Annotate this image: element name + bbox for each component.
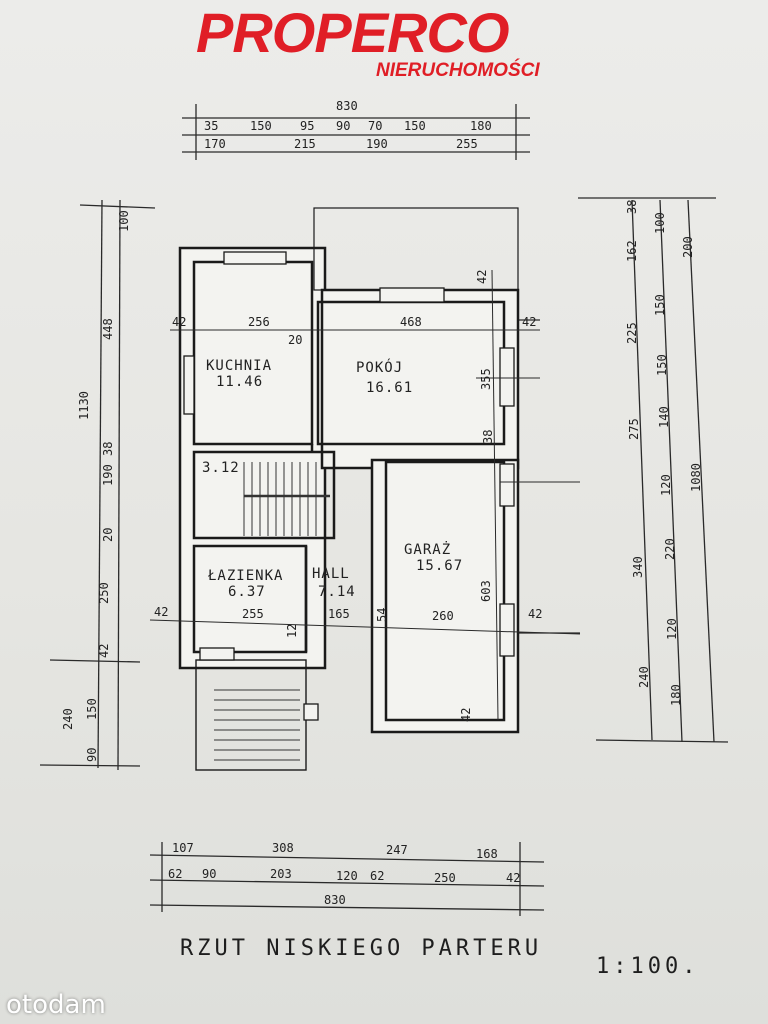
dim-right-13: 180 (669, 684, 683, 706)
room-stair-area: 3.12 (202, 460, 240, 476)
dim-int-12: 260 (432, 609, 454, 623)
room-lazienka-label: ŁAZIENKA (207, 568, 283, 584)
dim-top-1-0: 35 (204, 119, 218, 133)
dim-top-2-1: 215 (294, 137, 316, 151)
dim-left-1: 448 (101, 318, 115, 340)
plan-scale: 1:100. (596, 954, 700, 979)
room-pokoj-label: POKÓJ (356, 358, 403, 376)
room-kuchnia-label: KUCHNIA (206, 358, 272, 374)
dim-left-0: 100 (117, 210, 131, 232)
dim-top-1-6: 180 (470, 119, 492, 133)
dim-top-1-1: 150 (250, 119, 272, 133)
dim-int-13: 42 (528, 607, 542, 621)
dim-top-2-0: 170 (204, 137, 226, 151)
dim-bottom-1-0: 107 (172, 841, 194, 855)
dim-int-3: 468 (400, 315, 422, 329)
room-kuchnia-area: 11.46 (216, 374, 263, 390)
otodam-watermark: otodam (6, 990, 106, 1020)
dim-left-7: 42 (97, 644, 111, 658)
dim-left-10: 90 (85, 748, 99, 762)
dim-right-3: 275 (627, 418, 641, 440)
dim-right-1: 162 (625, 240, 639, 262)
dim-bottom-2-4: 62 (370, 869, 384, 883)
dim-int-7: 38 (481, 430, 495, 444)
dim-right-4: 340 (631, 556, 645, 578)
dim-right-0: 38 (625, 200, 639, 214)
dim-top-total: 830 (336, 99, 358, 113)
dim-int-0: 42 (172, 315, 186, 329)
dim-int-16: 42 (459, 708, 473, 722)
dim-top-2-2: 190 (366, 137, 388, 151)
room-hall-label: HALL (312, 566, 350, 582)
dim-bottom-2-1: 90 (202, 867, 216, 881)
dim-int-1: 256 (248, 315, 270, 329)
dim-left-5: 20 (101, 528, 115, 542)
plan-title: RZUT NISKIEGO PARTERU (180, 936, 543, 961)
dim-top-2-3: 255 (456, 137, 478, 151)
dim-bottom-2-0: 62 (168, 867, 182, 881)
dim-int-4: 42 (522, 315, 536, 329)
dim-bottom-2-6: 42 (506, 871, 520, 885)
dim-top-1-3: 90 (336, 119, 350, 133)
dim-bottom-1-1: 308 (272, 841, 294, 855)
dim-left-8: 240 (61, 708, 75, 730)
dim-int-11: 54 (375, 608, 389, 622)
room-hall-area: 7.14 (318, 584, 356, 600)
dim-right-6: 100 (653, 212, 667, 234)
dim-top-1-5: 150 (404, 119, 426, 133)
dim-left-9: 150 (85, 698, 99, 720)
properco-logo: PROPERCO (196, 1, 509, 64)
dim-right-5: 240 (637, 666, 651, 688)
dim-right-9: 140 (657, 406, 671, 428)
dim-right-15: 1080 (689, 463, 703, 492)
dim-right-10: 120 (659, 474, 673, 496)
dim-left-2: 1130 (77, 391, 91, 420)
dim-right-8: 150 (655, 354, 669, 376)
dim-bottom-2-3: 120 (336, 869, 358, 883)
dim-right-7: 150 (653, 294, 667, 316)
dim-int-15: 603 (479, 580, 493, 602)
dim-bottom-total: 830 (324, 893, 346, 907)
dim-left-6: 250 (97, 582, 111, 604)
dim-top-1-2: 95 (300, 119, 314, 133)
dim-right-11: 220 (663, 538, 677, 560)
dim-int-9: 255 (242, 607, 264, 621)
dim-int-6: 355 (479, 368, 493, 390)
dim-right-12: 120 (665, 618, 679, 640)
room-pokoj-area: 16.61 (366, 380, 413, 396)
logo-subtitle: NIERUCHOMOŚCI (376, 60, 540, 81)
dim-bottom-2-2: 203 (270, 867, 292, 881)
room-garaz-label: GARAŻ (404, 540, 451, 558)
dim-left-3: 38 (101, 442, 115, 456)
dim-bottom-1-2: 247 (386, 843, 408, 857)
dim-int-5: 42 (475, 270, 489, 284)
dim-left-4: 190 (101, 464, 115, 486)
room-lazienka-area: 6.37 (228, 584, 266, 600)
dim-int-14: 12 (285, 624, 299, 638)
dim-int-8: 42 (154, 605, 168, 619)
dim-bottom-1-3: 168 (476, 847, 498, 861)
dim-right-14: 200 (681, 236, 695, 258)
dim-right-2: 225 (625, 322, 639, 344)
room-garaz-area: 15.67 (416, 558, 463, 574)
dim-top-1-4: 70 (368, 119, 382, 133)
dim-int-2: 20 (288, 333, 302, 347)
dim-int-10: 165 (328, 607, 350, 621)
dim-bottom-2-5: 250 (434, 871, 456, 885)
